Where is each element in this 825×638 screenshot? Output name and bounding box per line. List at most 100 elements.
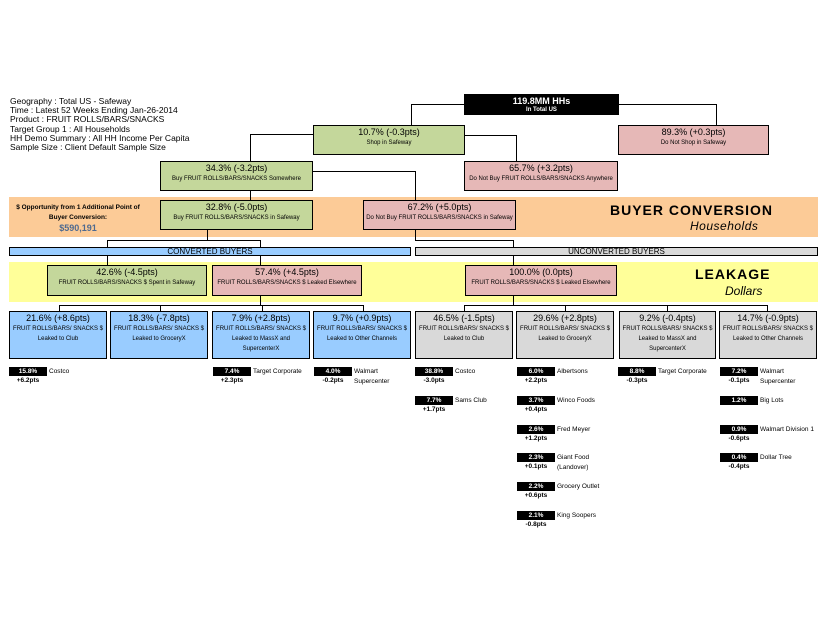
node-value: 10.7% (-0.3pts): [358, 127, 420, 137]
converted-channel-grocery-box: 18.3% (-7.8pts) FRUIT ROLLS/BARS/ SNACKS…: [110, 311, 208, 359]
retailer-change: -0.1pts: [728, 377, 750, 384]
retailer-share: 2.1%: [517, 511, 555, 520]
node-label: FRUIT ROLLS/BARS/ SNACKS $ Leaked to Oth…: [317, 326, 407, 342]
node-label: Shop in Safeway: [366, 140, 412, 146]
product-label: Product : FRUIT ROLLS/BARS/SNACKS: [10, 114, 165, 124]
connector: [415, 230, 416, 240]
converted-leaked-elsewhere-box: 57.4% (+4.5pts) FRUIT ROLLS/BARS/SNACKS …: [212, 265, 362, 296]
retailer-name: Walmart Supercenter: [760, 368, 796, 385]
total-label: In Total US: [526, 107, 557, 113]
retailer-share: 15.8%: [9, 367, 47, 376]
node-value: 7.9% (+2.8pts): [231, 313, 291, 323]
node-label: Do Not Buy FRUIT ROLLS/BARS/SNACKS Anywh…: [469, 176, 613, 182]
converted-channel-other-box: 9.7% (+0.9pts) FRUIT ROLLS/BARS/ SNACKS …: [313, 311, 411, 359]
retailer-name: Grocery Outlet: [557, 483, 600, 491]
node-value: 29.6% (+2.8pts): [533, 313, 597, 323]
connector: [250, 134, 313, 135]
shop-in-safeway-box: 10.7% (-0.3pts) Shop in Safeway: [313, 125, 465, 155]
opportunity-value: $590,191: [59, 223, 97, 233]
opportunity-label: $ Opportunity from 1 Additional Point of…: [16, 204, 140, 221]
node-value: 67.2% (+5.0pts): [407, 202, 472, 212]
retailer-change: -0.4pts: [728, 463, 750, 471]
retailer-name: Fred Meyer: [557, 425, 591, 433]
node-value: 89.3% (+0.3pts): [661, 127, 726, 137]
connector: [260, 240, 261, 247]
node-label: FRUIT ROLLS/BARS/ SNACKS $ Leaked to Oth…: [723, 326, 813, 342]
not-buy-in-safeway-box: 67.2% (+5.0pts) Do Not Buy FRUIT ROLLS/B…: [363, 200, 516, 230]
node-label: Do Not Buy FRUIT ROLLS/BARS/SNACKS in Sa…: [366, 215, 513, 221]
retailer-name: Target Corporate: [253, 368, 302, 375]
retailer-share: 8.8%: [618, 367, 656, 376]
node-value: 9.7% (+0.9pts): [332, 313, 392, 323]
buyer-conversion-title: BUYER CONVERSION: [610, 202, 774, 218]
connector: [411, 104, 412, 125]
retailer-name: King Soopers: [557, 512, 597, 519]
converted-spent-in-safeway-box: 42.6% (-4.5pts) FRUIT ROLLS/BARS/SNACKS …: [47, 265, 207, 296]
retailer-share: 7.2%: [720, 367, 758, 376]
retailer-share: 2.6%: [517, 424, 555, 434]
retailer-share: 1.2%: [720, 395, 758, 405]
unconverted-channel-club-box: 46.5% (-1.5pts) FRUIT ROLLS/BARS/ SNACKS…: [415, 311, 513, 359]
connector: [107, 240, 261, 241]
node-value: 14.7% (-0.9pts): [737, 313, 799, 323]
retailer-change: -0.6pts: [728, 434, 750, 442]
converted-buyers-bar: CONVERTED BUYERS: [9, 247, 411, 256]
retailer-share: 0.4%: [720, 453, 758, 463]
do-not-shop-safeway-box: 89.3% (+0.3pts) Do Not Shop in Safeway: [618, 125, 769, 155]
node-label: FRUIT ROLLS/BARS/SNACKS $ Leaked Elsewhe…: [217, 280, 357, 286]
connector: [262, 305, 263, 311]
retailer-share: 38.8%: [415, 367, 453, 376]
time-label: Time : Latest 52 Weeks Ending Jan-26-201…: [10, 105, 178, 115]
node-value: 100.0% (0.0pts): [509, 267, 573, 277]
connector: [160, 305, 161, 311]
node-label: Buy FRUIT ROLLS/BARS/SNACKS in Safeway: [173, 215, 300, 221]
node-value: 18.3% (-7.8pts): [128, 313, 190, 323]
retailer-change: +6.2pts: [16, 377, 40, 384]
retailer-item: 1.2%Big Lots: [720, 395, 820, 422]
retailer-change: +1.2pts: [524, 434, 548, 442]
connector: [411, 104, 464, 105]
connector: [260, 296, 261, 305]
total-value: 119.8MM HHs: [512, 96, 571, 106]
retailer-share: 2.3%: [517, 453, 555, 463]
node-label: FRUIT ROLLS/BARS/ SNACKS $ Leaked to Clu…: [13, 326, 103, 342]
connector: [107, 240, 108, 247]
node-label: FRUIT ROLLS/BARS/ SNACKS $ Leaked to Clu…: [419, 326, 509, 342]
connector: [59, 305, 60, 311]
node-value: 34.3% (-3.2pts): [205, 163, 268, 173]
connector: [250, 134, 251, 161]
unconverted-channel-grocery-box: 29.6% (+2.8pts) FRUIT ROLLS/BARS/ SNACKS…: [516, 311, 614, 359]
connector: [250, 191, 251, 200]
connector: [667, 305, 668, 311]
node-value: 57.4% (+4.5pts): [255, 267, 319, 277]
node-value: 21.6% (+8.6pts): [26, 313, 90, 323]
converted-channel-mass-box: 7.9% (+2.8pts) FRUIT ROLLS/BARS/ SNACKS …: [212, 311, 310, 359]
retailer-change: +2.3pts: [220, 377, 244, 384]
node-value: 65.7% (+3.2pts): [509, 163, 573, 173]
node-label: FRUIT ROLLS/BARS/ SNACKS $ Leaked to Gro…: [520, 326, 610, 342]
connector: [313, 171, 415, 172]
sample-size-label: Sample Size : Client Default Sample Size: [10, 142, 166, 152]
total-households-box: 119.8MM HHs In Total US: [464, 94, 619, 115]
node-value: 42.6% (-4.5pts): [96, 267, 158, 277]
retailer-item: 7.4%+2.3pts Target Corporate: [213, 367, 313, 393]
leakage-subtitle: Dollars: [725, 284, 763, 298]
buy-somewhere-box: 34.3% (-3.2pts) Buy FRUIT ROLLS/BARS/SNA…: [160, 161, 313, 191]
retailer-share: 7.4%: [213, 367, 251, 376]
retailer-name: Big Lots: [760, 396, 784, 404]
buyer-conversion-subtitle: Households: [690, 219, 759, 233]
retailer-name: Giant Food (Landover): [557, 454, 590, 472]
retailer-change: -0.3pts: [626, 377, 648, 384]
connector: [207, 230, 208, 240]
node-value: 9.2% (-0.4pts): [639, 313, 696, 323]
connector: [565, 305, 566, 311]
retailer-item: 2.6%+1.2pts Fred Meyer: [517, 424, 617, 451]
retailer-name: Walmart Supercenter: [354, 368, 390, 385]
connector: [513, 296, 514, 305]
